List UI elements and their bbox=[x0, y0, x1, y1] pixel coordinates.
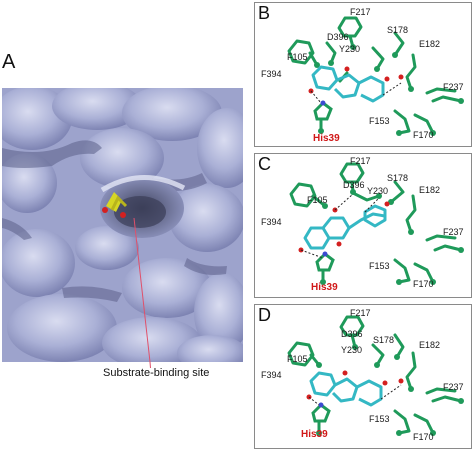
label-s178: S178 bbox=[373, 335, 395, 345]
panel-d: D F217 D396 S178 Y230 E182 F105 F394 F23… bbox=[254, 304, 472, 449]
label-e182: E182 bbox=[419, 39, 441, 49]
label-f153: F153 bbox=[369, 414, 390, 424]
label-y230: Y230 bbox=[341, 345, 363, 355]
label-f217: F217 bbox=[350, 156, 371, 166]
substrate-binding-site-label: Substrate-binding site bbox=[103, 367, 210, 379]
label-d396: D396 bbox=[341, 329, 363, 339]
label-d396: D396 bbox=[327, 32, 349, 42]
label-f217: F217 bbox=[350, 308, 371, 318]
label-f170: F170 bbox=[413, 279, 434, 289]
panel-b: B F217 D396 S178 Y230 E182 F105 F394 F23… bbox=[254, 2, 472, 147]
label-f170: F170 bbox=[413, 130, 434, 140]
panel-c-structure bbox=[289, 162, 464, 285]
label-his39: His39 bbox=[301, 429, 328, 440]
callout-line bbox=[133, 217, 151, 362]
label-f105: F105 bbox=[287, 354, 308, 364]
label-f394: F394 bbox=[261, 217, 282, 227]
label-f394: F394 bbox=[261, 370, 282, 380]
label-f394: F394 bbox=[261, 69, 282, 79]
label-f217: F217 bbox=[350, 7, 371, 17]
label-e182: E182 bbox=[419, 340, 441, 350]
callout-line-tail bbox=[149, 362, 151, 368]
label-f105: F105 bbox=[287, 52, 308, 62]
panel-b-letter: B bbox=[258, 3, 271, 23]
panel-b-structure bbox=[287, 16, 464, 136]
panel-a-letter: A bbox=[2, 51, 16, 73]
label-f153: F153 bbox=[369, 116, 390, 126]
label-d396: D396 bbox=[343, 180, 365, 190]
label-y230: Y230 bbox=[339, 44, 361, 54]
label-his39: His39 bbox=[311, 282, 338, 293]
label-y230: Y230 bbox=[367, 186, 389, 196]
label-f170: F170 bbox=[413, 432, 434, 442]
label-s178: S178 bbox=[387, 25, 409, 35]
panel-c: C F217 D396 S178 Y230 E182 F105 F394 F23… bbox=[254, 153, 472, 298]
label-his39: His39 bbox=[313, 133, 340, 144]
label-f237: F237 bbox=[443, 227, 464, 237]
label-f105: F105 bbox=[307, 195, 328, 205]
protein-surface-image bbox=[2, 88, 243, 362]
label-s178: S178 bbox=[387, 173, 409, 183]
substrate-molecule bbox=[102, 192, 128, 218]
panel-d-structure bbox=[287, 315, 464, 436]
panel-c-letter: C bbox=[258, 154, 271, 174]
label-f153: F153 bbox=[369, 261, 390, 271]
label-f237: F237 bbox=[443, 82, 464, 92]
label-e182: E182 bbox=[419, 185, 441, 195]
label-f237: F237 bbox=[443, 382, 464, 392]
panel-d-letter: D bbox=[258, 305, 271, 325]
